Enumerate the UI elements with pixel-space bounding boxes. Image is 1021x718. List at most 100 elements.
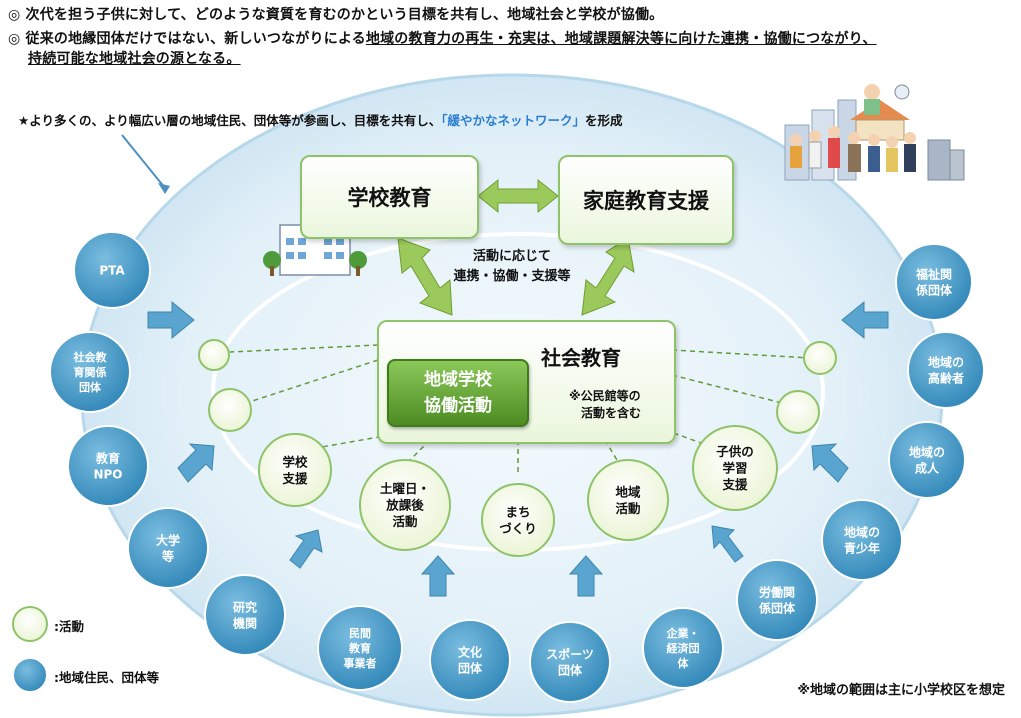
community-school-collaboration-box: 地域学校 協働活動 [387,359,529,427]
legend-activity-label: :活動 [54,619,84,634]
legend-entity-label: :地域住民、団体等 [54,670,159,685]
header-line-3-underlined: 持続可能な地域社会の源となる。 [28,51,241,67]
entity-circle-label: PTA [99,263,125,277]
entity-circle-shape [888,421,966,499]
header-line-2-underlined: 地域の教育力の再生・充実は、地域課題解決等に向けた連携・協働につながり、 [365,31,877,47]
entity-circle-label: 団体 [458,660,483,675]
activity-circle-label: まち [505,504,530,519]
entity-circle-label: 教育 [348,641,371,655]
activity-circle-label: 放課後 [385,498,424,513]
entity-circle-label: 係団体 [916,282,953,297]
entity-circle-label: 大学 [156,532,180,547]
school-education-label: 学校教育 [347,186,432,210]
activity-circle-label: 支援 [281,471,308,486]
arrow-in-left-2 [177,443,215,483]
note-pointer-line [121,134,166,189]
entity-circle-label: スポーツ [546,646,594,661]
entity-circle-label: 地域の [928,354,964,369]
arrow-home-social [581,237,635,316]
entity-circle-label: 事業者 [344,656,377,670]
arrow-in-bottom-2 [420,555,456,597]
entity-circle-shape [429,619,511,701]
legend-entity-circle [12,657,48,693]
network-note-highlight: 「緩やかなネットワーク」 [441,113,585,128]
link-label-line-2: 連携・協働・支援等 [453,269,571,284]
entity-circle-label: 経済団 [667,641,700,655]
activity-circle-shape [692,425,778,511]
entity-circle-label: 企業・ [666,626,700,640]
entity-circle-shape [821,499,903,581]
entity-circle-label: 青少年 [844,540,880,555]
arrow-in-bottom-4 [711,525,744,563]
entity-circle-label: 地域の [844,524,880,539]
entity-circle: PTA [73,231,151,309]
header-line-3: 持続可能な地域社会の源となる。 [28,48,241,68]
arrow-in-bottom-1 [289,529,323,569]
social-education-note: ※公民館等の 活動を含む [569,388,641,422]
activity-circle-shape [587,459,669,541]
entity-circle-label: 等 [161,548,174,563]
activity-circle-small [776,390,820,434]
activity-circle-shape [258,433,332,507]
entity-circle-shape [67,425,149,507]
entity-circle-label: 労働関 [759,584,795,599]
entity-circle-label: 教育 [95,450,120,465]
activity-circle-shape [359,459,451,551]
entity-circle-shape [73,231,151,309]
home-education-support-box: 家庭教育支援 [558,155,734,245]
entity-circle-shape [317,605,403,691]
core-line-2: 協働活動 [424,396,492,416]
social-note-line-2: 活動を含む [581,406,642,420]
network-note: ★より多くの、より幅広い層の地域住民、団体等が参画し、目標を共有し、「緩やかなネ… [18,110,623,129]
entity-circle-shape [895,243,973,321]
activity-circle-label: 地域 [615,484,641,499]
entity-circle-label: 文化 [458,644,482,659]
core-line-1: 地域学校 [424,370,492,390]
social-education-box: 社会教育 ※公民館等の 活動を含む 地域学校 協働活動 [377,320,676,444]
activity-circle-label: 学校 [282,454,308,469]
entity-circle-label: 社会教 [73,350,108,364]
activity-circle-small [198,339,230,371]
entity-circle-label: 民間 [349,627,371,640]
arrow-in-right-1 [811,443,849,483]
social-note-line-1: ※公民館等の [569,389,641,403]
entity-circle-label: 機関 [233,615,257,630]
dashed-connectors [229,344,811,475]
entity-circle-label: 高齢者 [928,370,964,385]
entity-circle-label: 地域の [909,444,945,459]
entity-circle-shape [204,574,286,656]
entity-circle-shape [49,331,131,413]
entity-circle-shape [736,559,818,641]
arrow-in-right-2 [841,300,889,340]
activity-circle-label: 子供の [716,444,754,459]
activity-circle-label: 活動 [392,514,417,529]
entity-circle-label: 団体 [79,380,102,394]
entity-circle-shape [127,507,209,589]
entity-circle-label: 育関係 [74,365,107,379]
activity-circle-label: 活動 [615,501,640,516]
entity-circle-shape [529,621,611,703]
school-education-box: 学校教育 [300,155,479,239]
entity-circle-label: 体 [678,656,690,670]
header-line-1: ◎ 次代を担う子供に対して、どのような資質を育むのかという目標を共有し、地域社会… [8,7,664,23]
entity-circles: PTA社会教育関係団体教育NPO大学等研究機関民間教育事業者文化団体スポーツ団体… [49,231,985,703]
header-line-2: ◎ 従来の地縁団体だけではない、新しいつながりによる地域の教育力の再生・充実は、… [8,28,877,48]
arrow-in-left-1 [147,300,195,340]
activity-circle-small [208,388,252,432]
activity-circle-label: づくり [499,521,537,536]
